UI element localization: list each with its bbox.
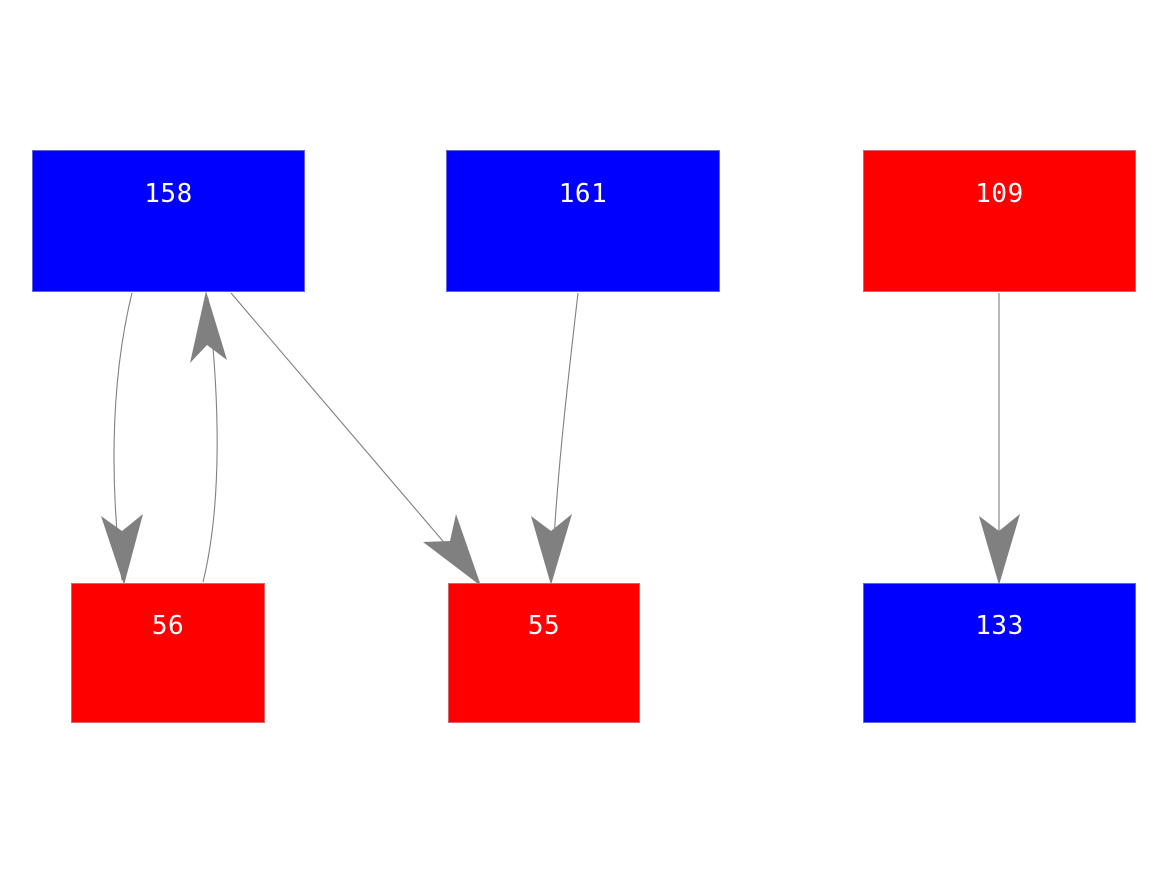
node-label: 133 bbox=[975, 611, 1024, 641]
edge-158-to-55 bbox=[230, 292, 481, 586]
node-label: 55 bbox=[527, 611, 561, 641]
node-55[interactable]: 55 bbox=[448, 583, 640, 723]
node-label: 109 bbox=[975, 179, 1024, 209]
node-158[interactable]: 158 bbox=[32, 150, 305, 292]
node-109[interactable]: 109 bbox=[863, 150, 1136, 292]
node-label: 161 bbox=[558, 179, 608, 209]
node-161[interactable]: 161 bbox=[446, 150, 720, 292]
node-label: 158 bbox=[144, 179, 193, 209]
edge-56-to-158 bbox=[190, 291, 227, 583]
edge-161-to-55 bbox=[531, 292, 579, 585]
node-label: 56 bbox=[151, 611, 185, 641]
node-133[interactable]: 133 bbox=[863, 583, 1136, 723]
node-56[interactable]: 56 bbox=[71, 583, 265, 723]
edge-109-to-133 bbox=[979, 293, 1020, 585]
edge-158-to-56 bbox=[101, 292, 143, 585]
